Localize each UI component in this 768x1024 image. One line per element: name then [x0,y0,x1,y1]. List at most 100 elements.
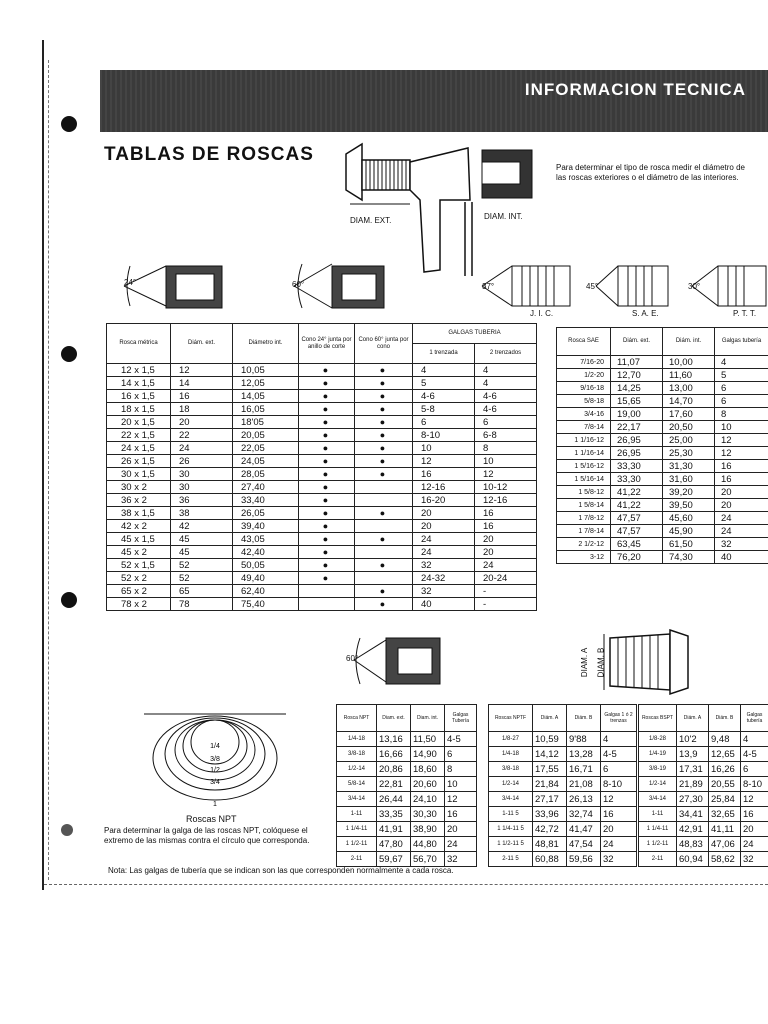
table-cell: 4-5 [600,746,637,762]
table-cell: 2 1/2-12 [556,537,611,551]
cone-60-female-fitting [353,637,441,685]
table-cell: 12 [714,433,768,447]
table-cell: 59,67 [376,851,411,867]
ptt-label: P. T. T. [733,309,757,318]
table-cell: 20 [714,498,768,512]
cone-24-fitting [123,265,223,309]
table-cell: 12-16 [474,493,537,507]
table-cell: 6 [600,761,637,777]
table-cell: 16 [474,506,537,520]
table-cell: 24 [600,836,637,852]
table-cell: ● [298,545,355,559]
table-cell: ● [298,467,355,481]
table-cell: 5 [412,376,475,390]
table-cell: 1/2-20 [556,368,611,382]
table-cell: 4 [474,363,537,377]
table-cell: 33,30 [610,459,663,473]
table-cell: 48,83 [676,836,709,852]
table-cell: 8-10 [740,776,768,792]
table-cell: 14 x 1,5 [106,376,171,390]
table-cell: 45,60 [662,511,715,525]
table-cell: 26 x 1,5 [106,454,171,468]
table-cell: 39,20 [662,485,715,499]
table-cell: ● [298,389,355,403]
table-cell: 24 [740,836,768,852]
table-cell: 47,57 [610,524,663,538]
table-cell: 60,94 [676,851,709,867]
table-cell: 9/16-18 [556,381,611,395]
table-cell: 22 [170,428,233,442]
header-rosca-npt: Rosca NPT [336,704,377,732]
table-cell [354,519,413,533]
table-cell: 1/2-14 [336,761,377,777]
table-cell: 2-11 5 [488,851,533,867]
footnote: Nota: Las galgas de tubería que se indic… [108,866,454,875]
table-cell: 8 [444,761,477,777]
table-cell: 75,40 [232,597,299,611]
table-cell: 24 [412,545,475,559]
table-cell: 20 [170,415,233,429]
table-cell: ● [354,363,413,377]
header-roscas-bspt: Roscas BSPT [638,704,677,732]
binder-hole [61,592,77,608]
table-cell: 1 5/8-14 [556,498,611,512]
table-cell: 45,90 [662,524,715,538]
table-cell: 20,60 [410,776,445,792]
table-cell: 40 [412,597,475,611]
table-cell: 20 [474,532,537,546]
table-cell: 58,62 [708,851,741,867]
table-cell: ● [298,363,355,377]
table-cell: 32,74 [566,806,601,822]
table-cell: 3/4-14 [638,791,677,807]
table-cell: 41,22 [610,498,663,512]
table-cell: 11,07 [610,355,663,369]
table-cell: 41,91 [376,821,411,837]
table-cell: 20-24 [474,571,537,585]
table-cell: 30 [170,467,233,481]
table-cell: 20 [412,506,475,520]
table-cell: ● [354,454,413,468]
table-cell: ● [354,558,413,572]
table-cell: 25,30 [662,446,715,460]
circle-label-one: 1 [213,801,217,808]
table-cell: 21,08 [566,776,601,792]
table-cell [298,584,355,598]
table-cell: 6 [412,415,475,429]
table-cell [354,480,413,494]
table-cell: 15,65 [610,394,663,408]
table-cell: 33,96 [532,806,567,822]
table-cell: 16 [444,806,477,822]
table-cell: 16 [412,467,475,481]
table-cell: 10-12 [474,480,537,494]
table-cell: 45 x 1,5 [106,532,171,546]
angle-45-label: 45° [586,282,599,291]
table-cell: 10'2 [676,731,709,747]
table-cell: 47,54 [566,836,601,852]
table-cell: 20 [740,821,768,837]
table-cell: 16 [714,472,768,486]
table-cell: 76,20 [610,550,663,564]
table-cell: 17,55 [532,761,567,777]
table-cell: ● [354,415,413,429]
table-cell: ● [298,428,355,442]
table-cell: 65 [170,584,233,598]
header-diam-a: Diám. A [532,704,567,732]
table-cell: 24 [170,441,233,455]
table-cell: 26,95 [610,446,663,460]
table-cell: 10,00 [662,355,715,369]
table-cell: 18'05 [232,415,299,429]
table-cell: 31,60 [662,472,715,486]
header-diam-ext: Diám. ext. [610,327,663,356]
